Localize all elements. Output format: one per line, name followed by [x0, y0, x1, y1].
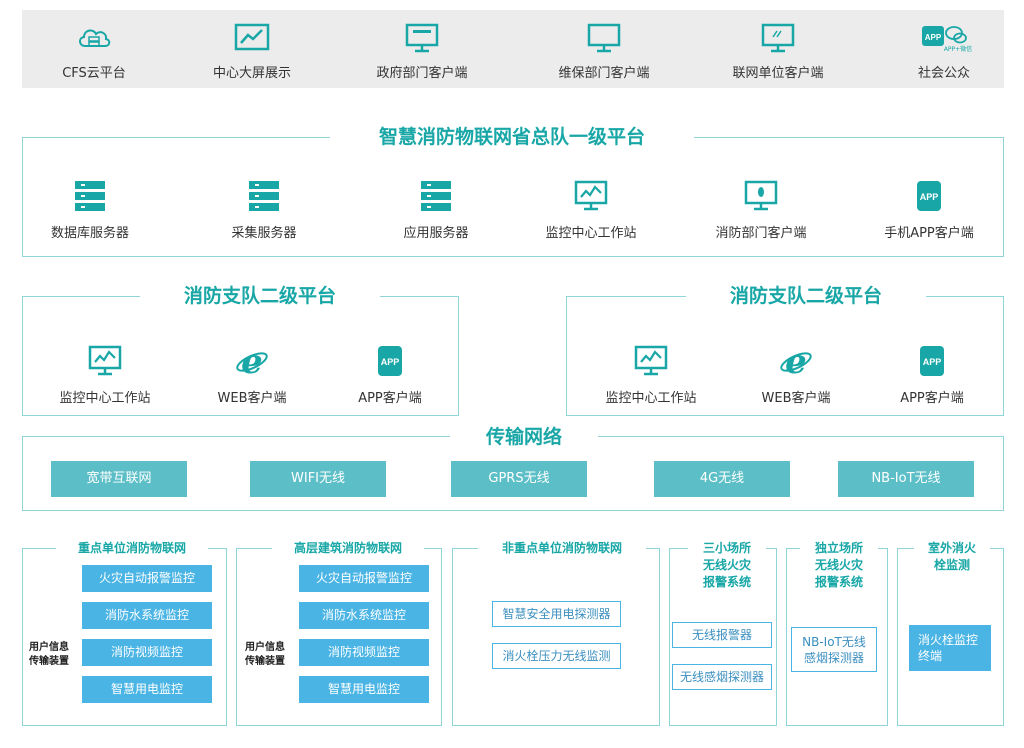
level2-right-item-monitor-workstation[interactable]: 监控中心工作站: [581, 345, 721, 406]
phone-app-icon: APP: [378, 346, 402, 376]
client-government[interactable]: 政府部门客户端: [352, 22, 492, 86]
level1-item-label: 应用服务器: [403, 226, 469, 241]
item-hydrant-monitor-terminal[interactable]: 消火栓监控终端: [909, 625, 991, 671]
client-public[interactable]: APP APP+微信 社会公众: [874, 22, 1014, 86]
client-label: 维保部门客户端: [558, 66, 650, 81]
level1-item-application-server[interactable]: 应用服务器: [366, 180, 506, 241]
item-water-system-monitor[interactable]: 消防水系统监控: [299, 602, 429, 629]
item-nbiot-smoke-detector[interactable]: NB-IoT无线感烟探测器: [791, 627, 877, 672]
svg-text:e: e: [241, 345, 263, 377]
item-water-system-monitor[interactable]: 消防水系统监控: [82, 602, 212, 629]
monitor-icon: [761, 23, 795, 53]
level2-left-title: 消防支队二级平台: [140, 283, 380, 309]
level2-left-item-web-client[interactable]: e WEB客户端: [182, 345, 322, 406]
server-icon: [75, 181, 105, 211]
phone-app-icon: APP: [920, 346, 944, 376]
app-badge-text: APP: [923, 357, 942, 367]
client-strip: CFS云平台 中心大屏展示 政府部门客户端 维保部门客户端: [22, 10, 1004, 88]
chart-monitor-icon: [88, 345, 122, 376]
level2-item-label: APP客户端: [358, 391, 422, 406]
client-label: 政府部门客户端: [376, 66, 468, 81]
item-fire-alarm-monitor[interactable]: 火灾自动报警监控: [299, 565, 429, 592]
monitor-icon: [587, 23, 621, 53]
client-cfs-cloud[interactable]: CFS云平台: [24, 22, 164, 86]
item-smart-electric-detector[interactable]: 智慧安全用电探测器: [492, 601, 621, 627]
system-title: 高层建筑消防物联网: [272, 540, 424, 557]
item-video-monitor[interactable]: 消防视频监控: [82, 639, 212, 666]
level2-item-label: APP客户端: [900, 391, 964, 406]
level1-item-monitor-workstation[interactable]: 监控中心工作站: [521, 180, 661, 241]
system-title: 重点单位消防物联网: [56, 540, 208, 557]
ie-browser-icon: e: [236, 345, 268, 377]
level1-item-fire-dept-client[interactable]: 消防部门客户端: [691, 180, 831, 241]
level1-item-database-server[interactable]: 数据库服务器: [20, 180, 160, 241]
level1-item-label: 手机APP客户端: [884, 226, 974, 241]
system-title: 非重点单位消防物联网: [478, 540, 646, 557]
client-networked-unit[interactable]: 联网单位客户端: [708, 22, 848, 86]
system-title: 室外消火栓监测: [914, 540, 990, 574]
client-label: 社会公众: [917, 66, 970, 81]
level2-left-item-app-client[interactable]: APP APP客户端: [320, 345, 460, 406]
device-label: 用户信息传输装置: [29, 642, 69, 667]
client-maintenance[interactable]: 维保部门客户端: [534, 22, 674, 86]
network-chip-wifi[interactable]: WIFI无线: [250, 461, 386, 497]
system-title: 三小场所无线火灾报警系统: [688, 540, 766, 591]
level2-right-title: 消防支队二级平台: [686, 283, 926, 309]
level1-item-label: 消防部门客户端: [715, 226, 807, 241]
network-chip-gprs[interactable]: GPRS无线: [451, 461, 587, 497]
network-title: 传输网络: [450, 424, 598, 450]
level1-item-mobile-app[interactable]: APP 手机APP客户端: [859, 180, 999, 241]
monitor-icon: [744, 180, 778, 211]
svg-text:e: e: [785, 345, 807, 377]
level2-right-item-web-client[interactable]: e WEB客户端: [726, 345, 866, 406]
item-video-monitor[interactable]: 消防视频监控: [299, 639, 429, 666]
system-non-key-unit: [452, 548, 660, 726]
item-fire-alarm-monitor[interactable]: 火灾自动报警监控: [82, 565, 212, 592]
client-label: CFS云平台: [62, 66, 126, 81]
server-icon: [249, 181, 279, 211]
chart-monitor-icon: [634, 345, 668, 376]
level2-item-label: WEB客户端: [217, 391, 287, 406]
network-chip-broadband[interactable]: 宽带互联网: [51, 461, 187, 497]
app-badge-text: APP: [920, 192, 939, 202]
chart-monitor-icon: [574, 180, 608, 211]
level1-item-collection-server[interactable]: 采集服务器: [194, 180, 334, 241]
level2-left-item-monitor-workstation[interactable]: 监控中心工作站: [35, 345, 175, 406]
network-chip-4g[interactable]: 4G无线: [654, 461, 790, 497]
level1-platform: [22, 137, 1004, 257]
level2-item-label: 监控中心工作站: [59, 391, 151, 406]
item-wireless-smoke-detector[interactable]: 无线感烟探测器: [672, 664, 772, 690]
level2-item-label: WEB客户端: [761, 391, 831, 406]
app-badge-text: APP: [381, 357, 400, 367]
client-label: 联网单位客户端: [732, 66, 824, 81]
device-label: 用户信息传输装置: [245, 642, 285, 667]
level1-item-label: 采集服务器: [231, 226, 297, 241]
system-title: 独立场所无线火灾报警系统: [800, 540, 878, 591]
level1-item-label: 数据库服务器: [50, 226, 129, 241]
chart-screen-icon: [234, 23, 270, 51]
network-chip-nbiot[interactable]: NB-IoT无线: [838, 461, 974, 497]
phone-app-icon: APP: [917, 181, 941, 211]
cloud-server-icon: [79, 29, 111, 47]
app-wechat-icon: APP APP+微信: [922, 26, 972, 53]
level2-item-label: 监控中心工作站: [605, 391, 697, 406]
app-badge-text: APP: [925, 33, 942, 42]
level1-item-label: 监控中心工作站: [545, 226, 637, 241]
client-label: 中心大屏展示: [212, 66, 291, 81]
item-wireless-alarm[interactable]: 无线报警器: [672, 622, 772, 648]
server-icon: [421, 181, 451, 211]
item-hydrant-pressure-monitor[interactable]: 消火栓压力无线监测: [492, 643, 621, 669]
client-big-screen[interactable]: 中心大屏展示: [182, 22, 322, 86]
level2-right-item-app-client[interactable]: APP APP客户端: [862, 345, 1002, 406]
ie-browser-icon: e: [780, 345, 812, 377]
level1-title: 智慧消防物联网省总队一级平台: [330, 124, 694, 150]
monitor-icon: [405, 23, 439, 53]
app-wechat-sub: APP+微信: [944, 45, 972, 53]
item-smart-electric-monitor[interactable]: 智慧用电监控: [82, 676, 212, 703]
item-smart-electric-monitor[interactable]: 智慧用电监控: [299, 676, 429, 703]
